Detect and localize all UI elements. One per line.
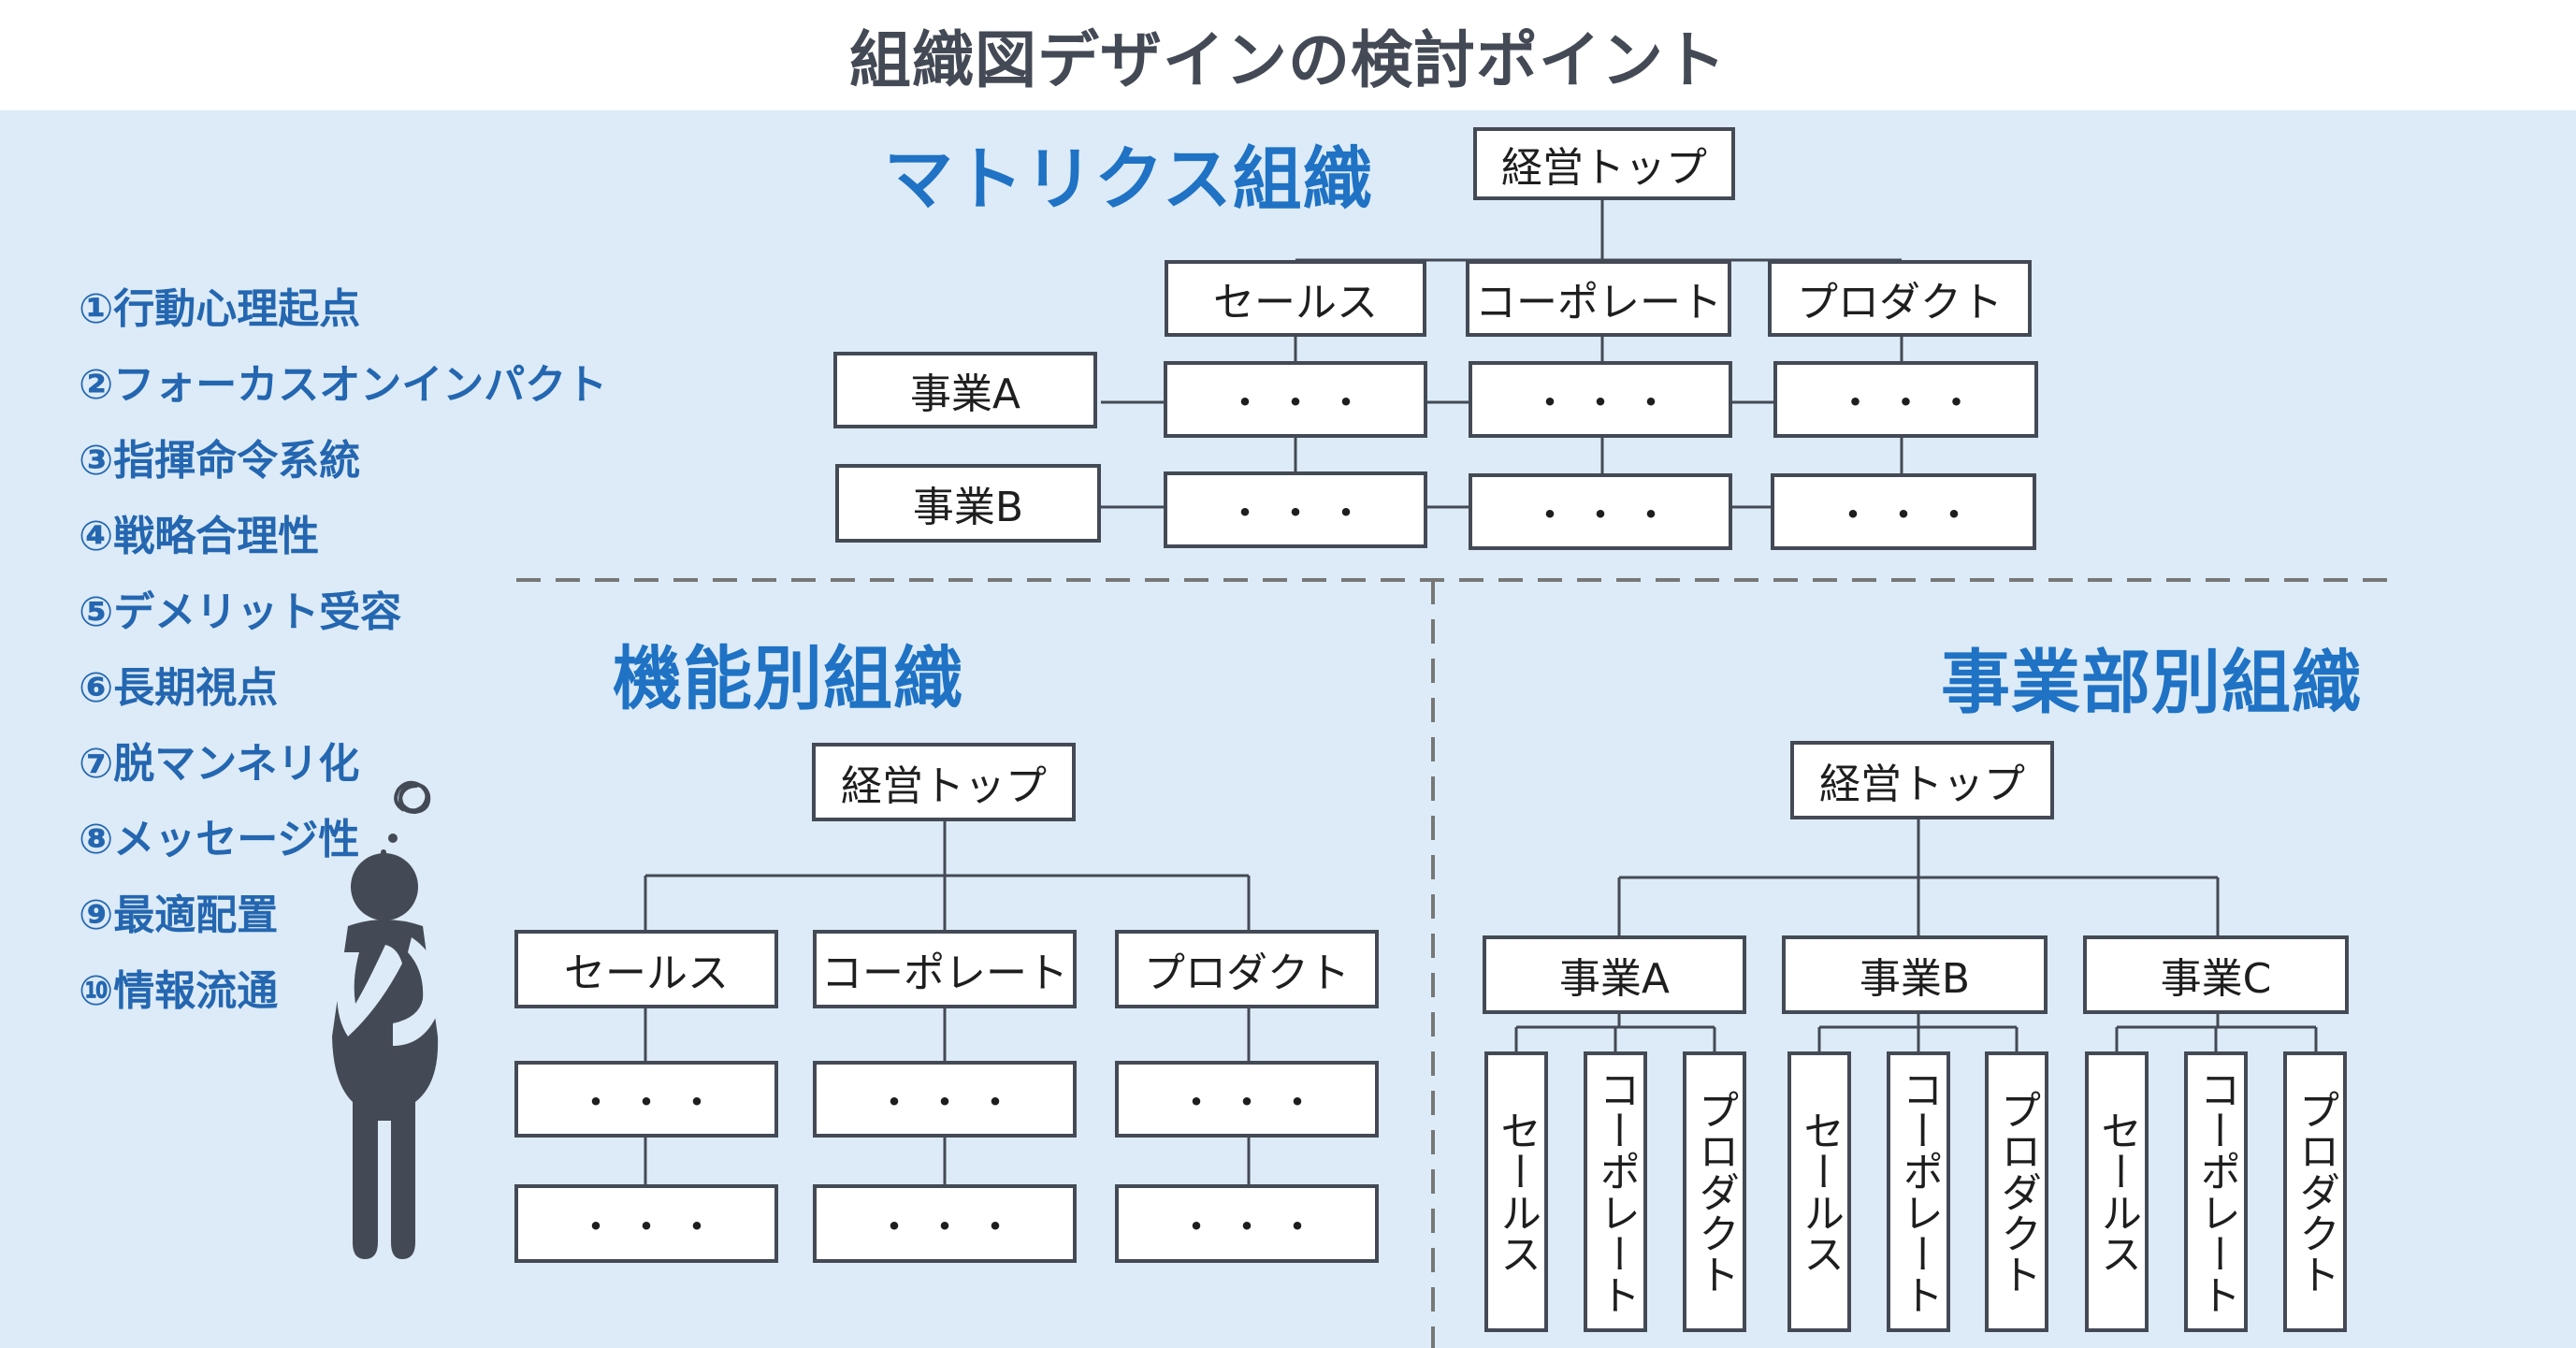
matrix-cell: ・・・ [1773,361,2038,438]
matrix-connectors [1101,198,1903,509]
functional-column-product: プロダクト [1115,930,1379,1008]
functional-cell: ・・・ [813,1184,1077,1263]
checklist-item: ④戦略合理性 [79,513,320,560]
division-box-b: 事業B [1782,935,2048,1014]
functional-top-box: 経営トップ [812,743,1076,821]
matrix-cell: ・・・ [1469,361,1732,438]
page-title: 組織図デザインの検討ポイント [849,24,1727,96]
division-c-function-product: プロダクト [2283,1051,2347,1332]
division-c-function-sales: セールス [2085,1051,2149,1332]
diagram-panel: ①行動心理起点 ②フォーカスオンインパクト ③指揮命令系統 ④戦略合理性 ⑤デメ… [0,110,2576,1348]
divisional-top-box: 経営トップ [1790,741,2054,819]
matrix-column-sales: セールス [1165,260,1426,337]
checklist-item: ⑧メッセージ性 [79,816,360,863]
functional-cell: ・・・ [813,1061,1077,1138]
matrix-top-box: 経営トップ [1473,127,1735,200]
functional-column-sales: セールス [514,930,778,1008]
matrix-row-business-a: 事業A [833,352,1097,428]
functional-cell: ・・・ [1115,1184,1379,1263]
divisional-heading: 事業部別組織 [1941,643,2362,723]
functional-column-corporate: コーポレート [813,930,1077,1008]
division-a-function-product: プロダクト [1683,1051,1746,1332]
divisional-connectors [1514,818,2318,1051]
design-checklist: ①行動心理起点 ②フォーカスオンインパクト ③指揮命令系統 ④戦略合理性 ⑤デメ… [79,271,607,1029]
functional-cell: ・・・ [1115,1061,1379,1138]
division-a-function-corporate: コーポレート [1584,1051,1647,1332]
division-b-function-sales: セールス [1787,1051,1851,1332]
division-b-function-product: プロダクト [1985,1051,2048,1332]
tangled-thought-icon [381,780,431,855]
checklist-item: ③指揮命令系統 [79,437,361,485]
functional-heading: 機能別組織 [613,639,963,719]
division-c-function-corporate: コーポレート [2184,1051,2248,1332]
matrix-cell: ・・・ [1164,361,1427,438]
functional-cell: ・・・ [514,1184,778,1263]
matrix-heading: マトリクス組織 [884,139,1373,220]
matrix-column-corporate: コーポレート [1466,260,1731,337]
division-box-a: 事業A [1483,935,1746,1014]
matrix-cell: ・・・ [1469,473,1732,550]
matrix-cell: ・・・ [1164,471,1427,548]
division-a-function-sales: セールス [1484,1051,1548,1332]
checklist-item: ⑩情報流通 [79,967,279,1015]
checklist-item: ⑥長期視点 [79,664,279,712]
division-b-function-corporate: コーポレート [1887,1051,1950,1332]
matrix-cell: ・・・ [1771,473,2036,550]
checklist-item: ②フォーカスオンインパクト [79,361,608,409]
functional-cell: ・・・ [514,1061,778,1138]
checklist-item: ⑤デメリット受容 [79,588,402,636]
division-box-c: 事業C [2083,935,2349,1014]
checklist-item: ⑨最適配置 [79,891,279,939]
checklist-item: ⑦脱マンネリ化 [79,740,360,788]
thinking-person-icon [332,853,441,1259]
checklist-item: ①行動心理起点 [79,285,361,333]
matrix-row-business-b: 事業B [835,464,1101,543]
matrix-column-product: プロダクト [1768,260,2032,337]
